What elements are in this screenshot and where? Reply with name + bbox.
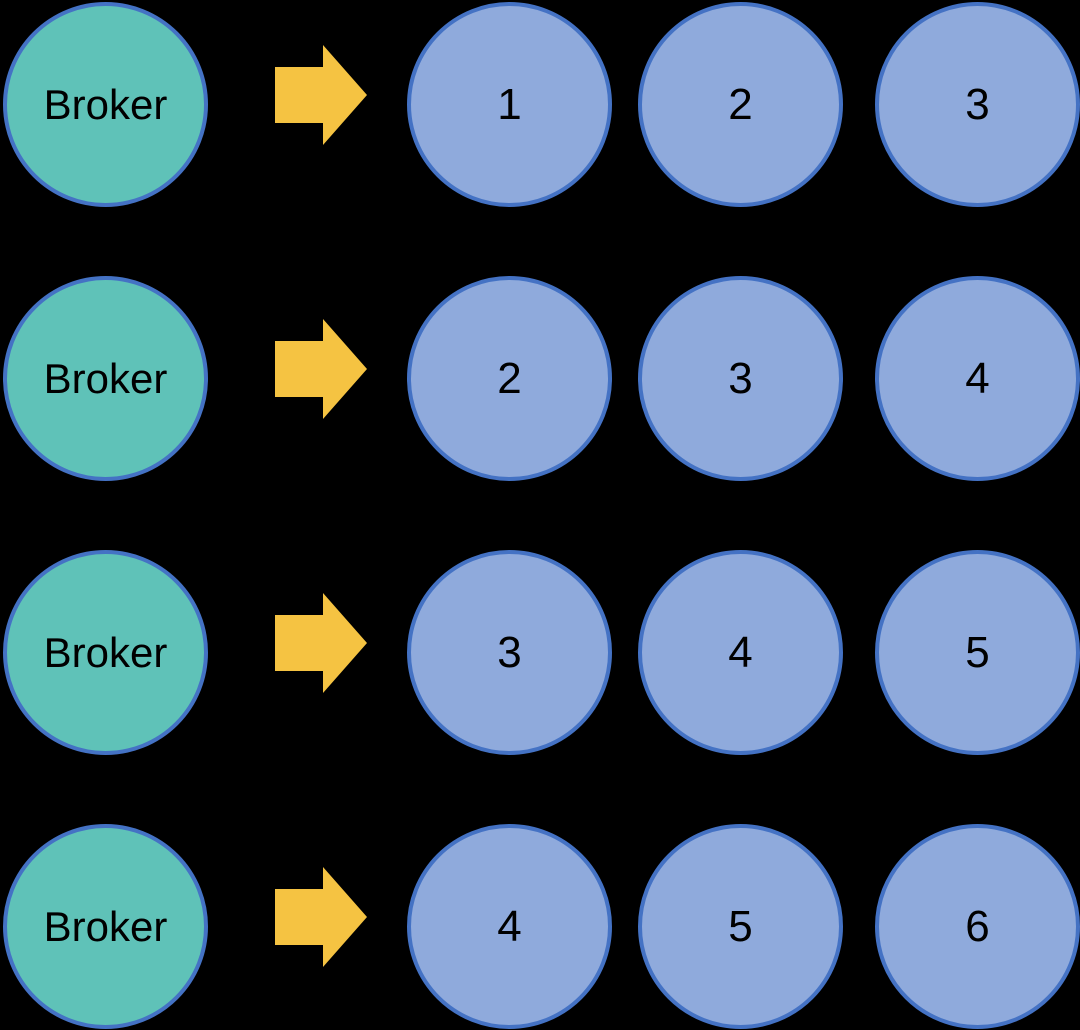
node-label: 4: [728, 627, 753, 677]
diagram-row: Broker 2 3 4: [0, 276, 1080, 481]
node-label: 5: [728, 901, 753, 951]
diagram-row: Broker 3 4 5: [0, 550, 1080, 755]
partition-node: 4: [638, 550, 843, 755]
node-label: 1: [497, 79, 522, 129]
broker-node: Broker: [3, 2, 208, 207]
partition-node: 2: [638, 2, 843, 207]
broker-label: Broker: [43, 628, 168, 676]
node-label: 4: [965, 353, 990, 403]
partition-node: 1: [407, 2, 612, 207]
partition-node: 4: [407, 824, 612, 1029]
partition-node: 3: [638, 276, 843, 481]
diagram-row: Broker 4 5 6: [0, 824, 1080, 1029]
node-label: 2: [728, 79, 753, 129]
node-label: 5: [965, 627, 990, 677]
partition-node: 3: [875, 2, 1080, 207]
broker-label: Broker: [43, 354, 168, 402]
right-arrow-icon: [275, 318, 367, 419]
node-label: 3: [497, 627, 522, 677]
broker-node: Broker: [3, 550, 208, 755]
partition-node: 6: [875, 824, 1080, 1029]
partition-node: 3: [407, 550, 612, 755]
right-arrow-icon: [275, 866, 367, 967]
partition-node: 2: [407, 276, 612, 481]
node-label: 6: [965, 901, 990, 951]
broker-node: Broker: [3, 824, 208, 1029]
node-label: 4: [497, 901, 522, 951]
partition-node: 5: [638, 824, 843, 1029]
broker-label: Broker: [43, 80, 168, 128]
broker-node: Broker: [3, 276, 208, 481]
right-arrow-icon: [275, 592, 367, 693]
right-arrow-icon: [275, 44, 367, 145]
node-label: 3: [965, 79, 990, 129]
broker-label: Broker: [43, 902, 168, 950]
partition-node: 5: [875, 550, 1080, 755]
node-label: 3: [728, 353, 753, 403]
partition-node: 4: [875, 276, 1080, 481]
node-label: 2: [497, 353, 522, 403]
diagram-row: Broker 1 2 3: [0, 2, 1080, 207]
